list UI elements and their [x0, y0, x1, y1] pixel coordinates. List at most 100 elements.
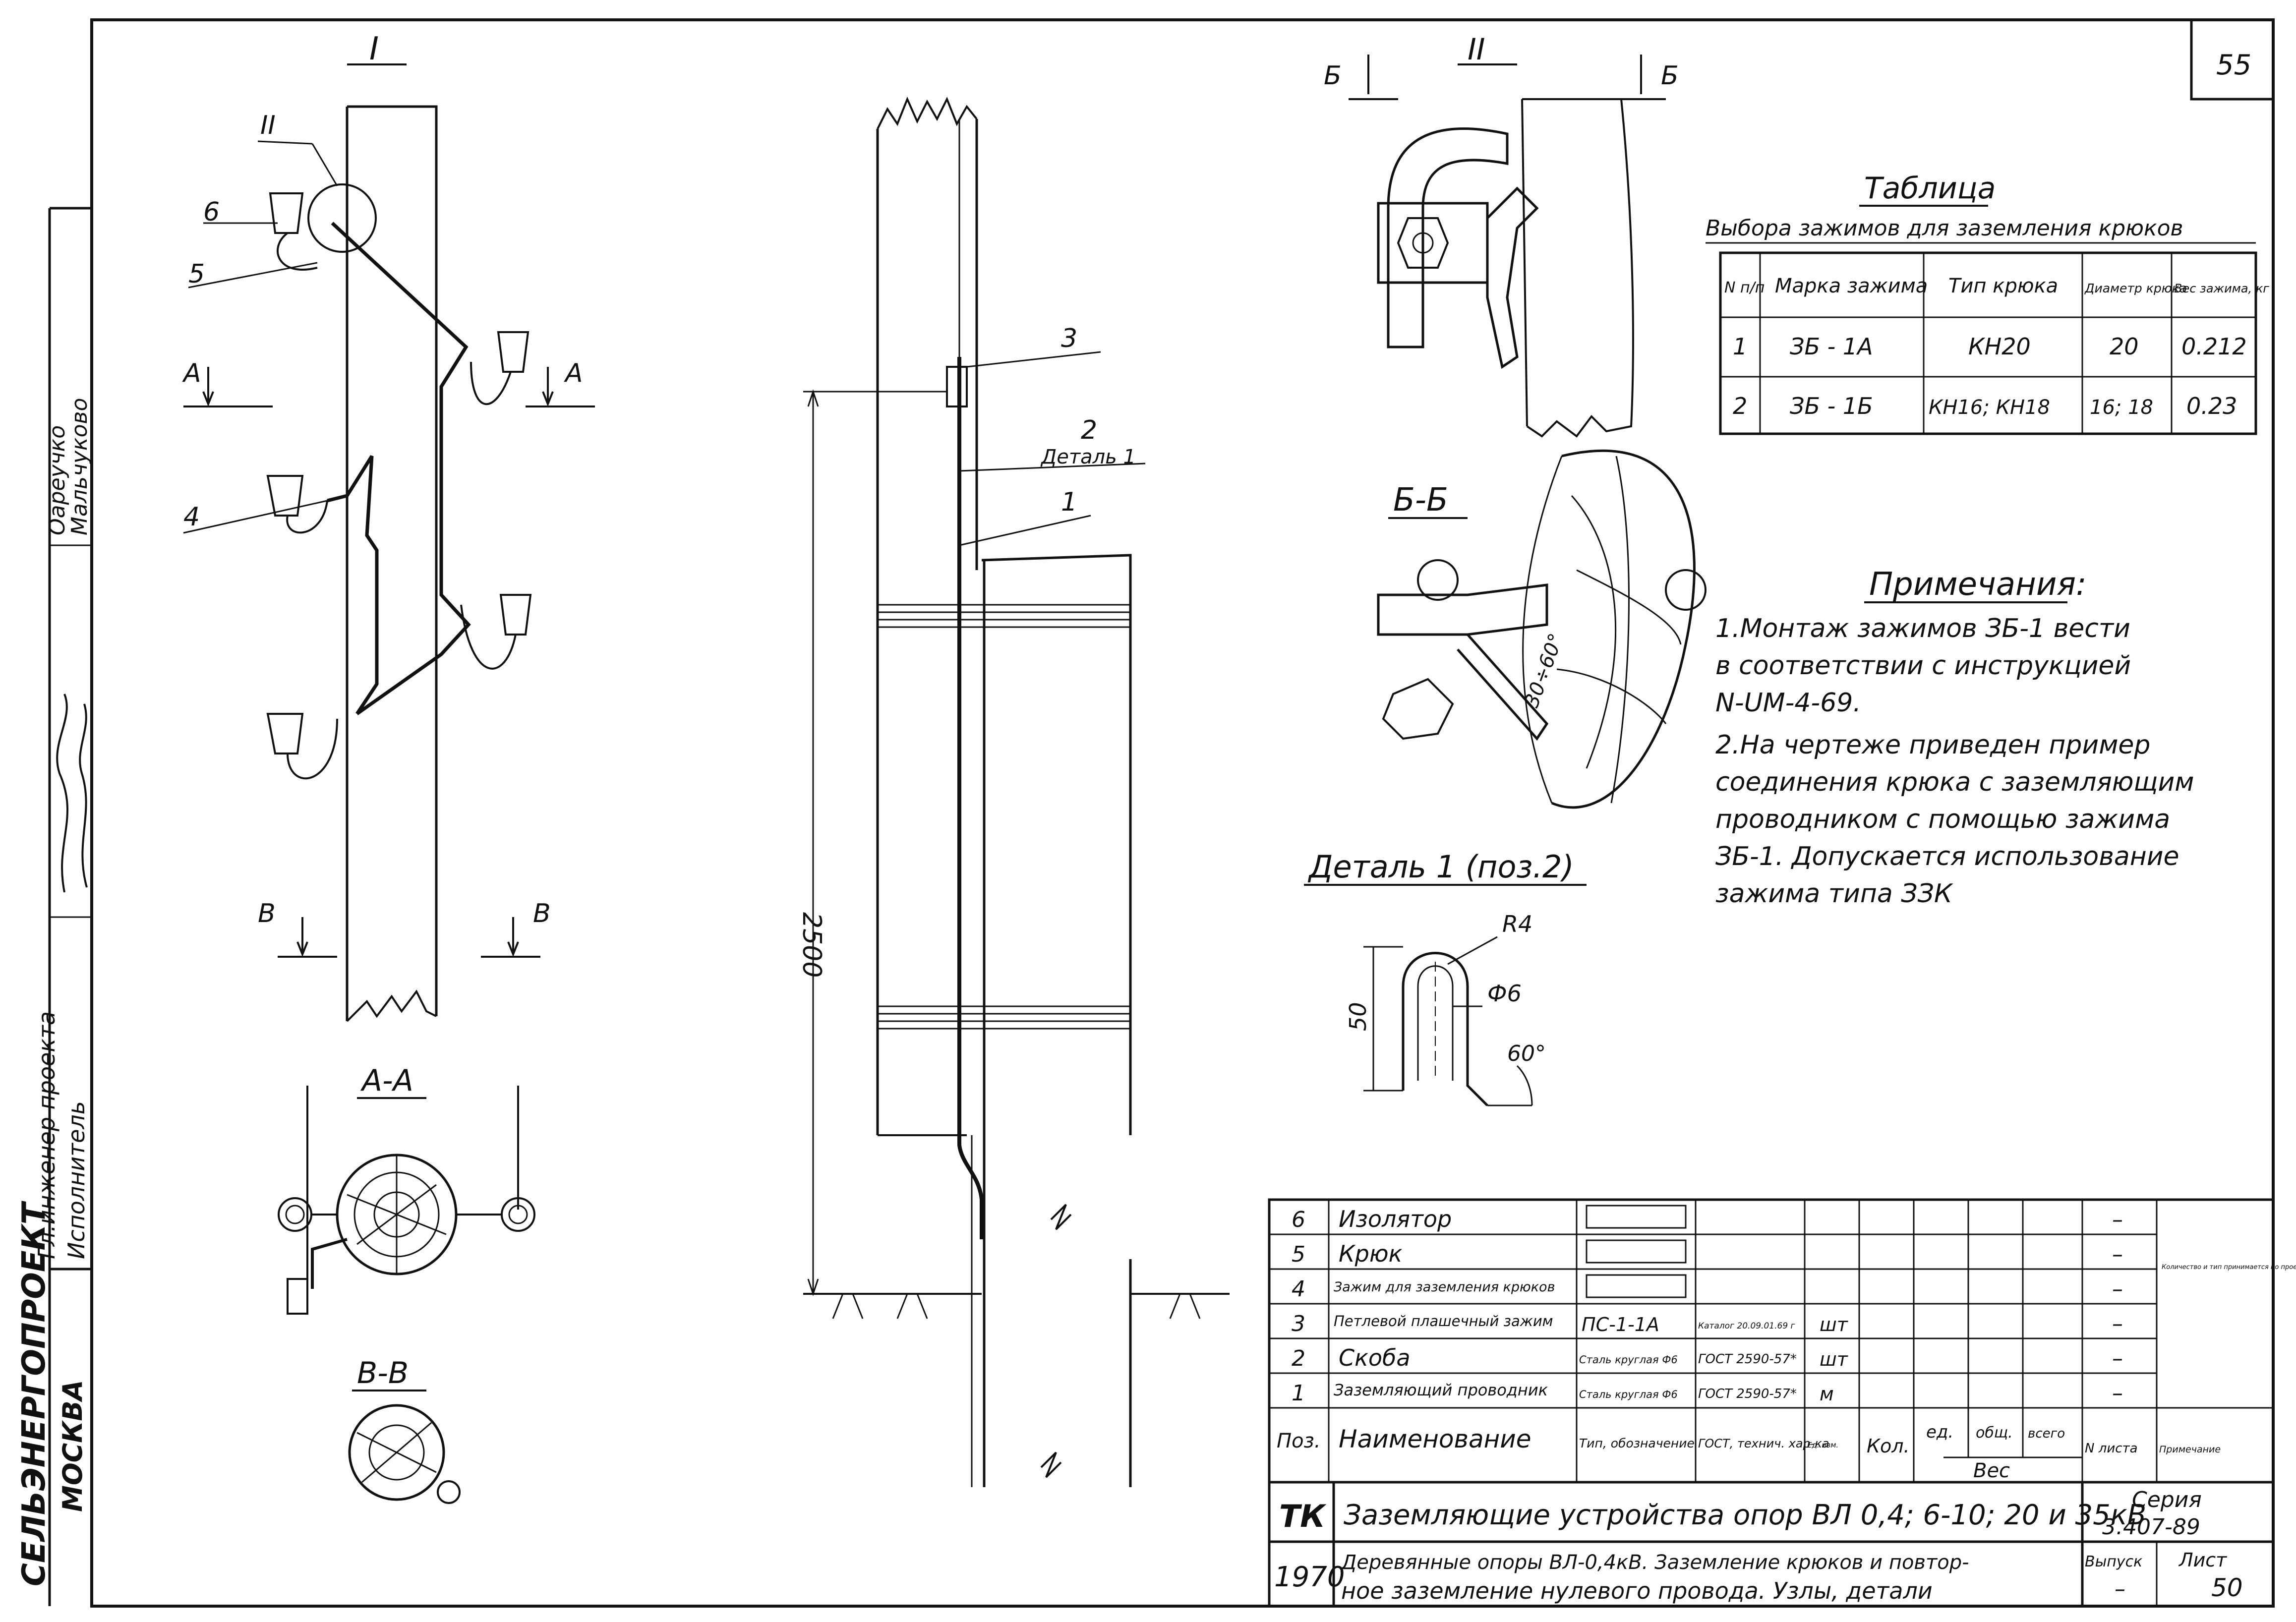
clamp-r2-num: 2: [1733, 393, 1747, 419]
view-2-label: II: [1468, 32, 1485, 67]
spec-hdr-qty: Кол.: [1867, 1435, 1910, 1457]
spec-name-4: Зажим для заземления крюков: [1334, 1279, 1555, 1295]
marker-b-left: Б: [1324, 61, 1342, 91]
spec-w-6: –: [2112, 1207, 2123, 1232]
clamp-th-weight: Вес зажима, кг: [2174, 282, 2269, 295]
central-pole-elevation: 2500 3 2 Деталь 1 1: [797, 96, 1230, 1487]
marker-v-left: В: [258, 899, 276, 928]
spec-hdr-w3: всего: [2028, 1426, 2065, 1441]
spec-hdr-type: Тип, обозначение: [1579, 1436, 1695, 1450]
marker-v-right: В: [533, 899, 551, 928]
callout-1: 1: [1061, 487, 1077, 517]
spec-hdr-weight: Вес: [1973, 1459, 2010, 1482]
clamp-th-brand: Марка зажима: [1775, 275, 1928, 297]
spec-name-6: Изолятор: [1339, 1206, 1452, 1232]
spec-unit-2: шт: [1820, 1348, 1849, 1370]
spec-w-5: –: [2112, 1242, 2123, 1267]
pole-bands: [878, 604, 1130, 1030]
stamp-role-chief: Гл.инженер проекта: [33, 1011, 60, 1259]
tk-code: ТК: [1279, 1498, 1327, 1534]
marker-a-left: А: [182, 358, 201, 388]
insulator-left-3: [266, 713, 338, 780]
sheet-value: 50: [2211, 1573, 2243, 1602]
spec-hdr-sheet: N листа: [2085, 1441, 2138, 1456]
spec-hdr-note: Примечание: [2159, 1444, 2221, 1455]
spec-w-1: –: [2112, 1381, 2123, 1406]
insulator-left-2: [266, 475, 328, 534]
series-label: Серия: [2132, 1487, 2202, 1512]
drawing-title: Заземляющие устройства опор ВЛ 0,4; 6-10…: [1344, 1499, 2146, 1531]
notes-line-3: N-UM-4-69.: [1715, 688, 1861, 718]
spec-hdr-name: Наименование: [1339, 1425, 1531, 1453]
spec-w-3: –: [2112, 1311, 2123, 1336]
spec-name-5: Крюк: [1339, 1240, 1403, 1267]
section-aa: А-А: [278, 1063, 535, 1315]
notes-line-8: зажима типа ЗЗК: [1715, 879, 1953, 909]
callout-6: 6: [203, 197, 220, 227]
callout-3: 3: [1061, 324, 1077, 353]
notes-title: Примечания:: [1869, 566, 2087, 603]
dim-50: 50: [1345, 1002, 1371, 1031]
angle-60: 60°: [1507, 1041, 1546, 1066]
callout-5: 5: [188, 259, 205, 289]
stamp-name-1: Оареучко: [45, 425, 70, 535]
clamp-table-title: Таблица: [1864, 171, 1996, 206]
view-1-label: I: [369, 31, 379, 67]
diameter-f6: Ф6: [1487, 980, 1522, 1007]
spec-name-2: Скоба: [1339, 1344, 1411, 1371]
stamp-city: МОСКВА: [57, 1380, 88, 1512]
spec-type-2: Сталь круглая Ф6: [1579, 1354, 1678, 1366]
spec-hdr-unit: Ед. изм.: [1807, 1441, 1838, 1449]
spec-w-2: –: [2112, 1346, 2123, 1371]
spec-pos-1: 1: [1292, 1381, 1305, 1406]
section-bb-label: Б-Б: [1393, 482, 1448, 519]
clamp-th-num: N п/п: [1724, 279, 1765, 296]
clamp-th-hook: Тип крюка: [1948, 275, 2058, 297]
clamp-r1-diam: 20: [2110, 333, 2139, 360]
detail-1-bracket: Деталь 1 (поз.2) 50 R4 Ф6 60°: [1304, 849, 1587, 1106]
spec-pos-4: 4: [1292, 1276, 1305, 1302]
insulator-right-2: [460, 594, 532, 670]
clamp-r1-brand: ЗБ - 1А: [1790, 333, 1873, 360]
spec-gost-1: ГОСТ 2590-57*: [1698, 1387, 1797, 1401]
spec-pos-2: 2: [1292, 1346, 1305, 1371]
marker-b-right: Б: [1661, 61, 1679, 91]
clamp-table-subtitle: Выбора зажимов для заземления крюков: [1706, 216, 2183, 241]
view-1-pole-assembly: I II 6: [182, 31, 595, 1022]
notes: Примечания: 1.Монтаж зажимов ЗБ-1 вести …: [1715, 566, 2194, 909]
drawing-subtitle-2: ное заземление нулевого провода. Узлы, д…: [1341, 1577, 1933, 1604]
spec-hdr-w2: общ.: [1976, 1424, 2013, 1442]
series-number: 3.407-89: [2102, 1514, 2200, 1540]
section-aa-label: А-А: [360, 1063, 413, 1098]
spec-name-1: Заземляющий проводник: [1334, 1381, 1548, 1399]
spec-w-4: –: [2112, 1276, 2123, 1302]
spec-pos-5: 5: [1292, 1242, 1305, 1267]
view-2-hook-clamp: II Б Б: [1324, 32, 1679, 438]
clamp-r2-hook: КН16; КН18: [1929, 396, 2050, 419]
page-number: 55: [2216, 49, 2251, 81]
title-block: ТК 1970 Заземляющие устройства опор ВЛ 0…: [1268, 1481, 2275, 1608]
insulator-right-1: [470, 331, 530, 405]
spec-type-3: ПС-1-1А: [1582, 1314, 1659, 1335]
spec-hdr-gost: ГОСТ, технич. хар-ка: [1698, 1437, 1829, 1450]
stamp-name-2: Мальчуково: [67, 398, 92, 535]
clamp-th-diam: Диаметр крюка: [2084, 281, 2187, 295]
grounding-conductor: [957, 357, 984, 1239]
sheet-frame: [90, 18, 2275, 1608]
spec-unit-3: шт: [1820, 1314, 1849, 1335]
radius-r4: R4: [1502, 911, 1532, 937]
section-bb: Б-Б 30÷60°: [1377, 449, 1707, 809]
spec-pos-3: 3: [1292, 1311, 1305, 1336]
clamp-r2-diam: 16; 18: [2090, 396, 2153, 419]
stamp-org: СЕЛЬЭНЕРГОПРОЕКТ: [16, 1201, 53, 1586]
insulator-top-left: [269, 192, 318, 271]
marker-a-right: А: [564, 358, 583, 388]
callout-4: 4: [183, 502, 200, 532]
spec-type-1: Сталь круглая Ф6: [1579, 1389, 1678, 1400]
drawing-subtitle-1: Деревянные опоры ВЛ-0,4кВ. Заземление кр…: [1340, 1551, 1969, 1574]
notes-line-1: 1.Монтаж зажимов ЗБ-1 вести: [1715, 614, 2130, 643]
section-marker-v: [278, 917, 540, 958]
callout-detail-ref: Деталь 1: [1040, 446, 1136, 468]
clamp-r2-brand: ЗБ - 1Б: [1790, 393, 1873, 419]
